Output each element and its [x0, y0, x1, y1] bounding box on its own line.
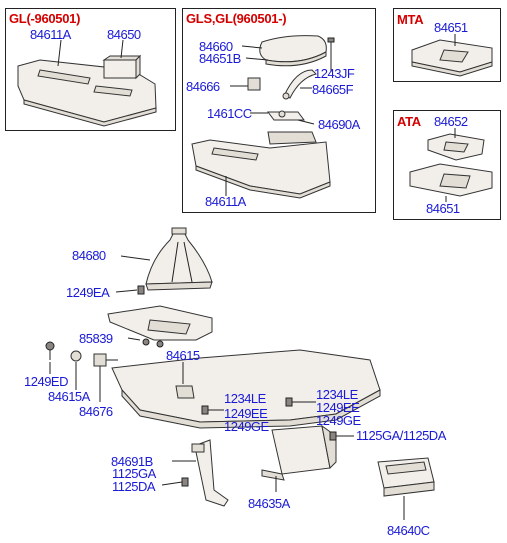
screw-1234LE-left-drawing: [201, 405, 209, 415]
part-84691B-label[interactable]: 84691B: [111, 454, 153, 469]
hinge-drawing: [247, 69, 317, 100]
gls-variant-title: GLS,GL(960501-): [186, 11, 287, 26]
part-1249ED-label[interactable]: 1249ED: [24, 374, 68, 389]
part-84660-label[interactable]: 84660: [199, 39, 233, 54]
part-84651B-label[interactable]: 84651B: [199, 51, 241, 66]
part-84652-label[interactable]: 84652: [434, 114, 468, 129]
clip-1249ED-drawing: [45, 341, 55, 360]
part-84615-label[interactable]: 84615: [166, 348, 200, 363]
screw-1125DA-drawing: [181, 477, 189, 487]
part-84676-label[interactable]: 84676: [79, 404, 113, 419]
ata-bezel-drawing: [409, 163, 493, 197]
shift-boot-drawing: [145, 227, 213, 291]
part-1249EE-right-label[interactable]: 1249EE: [316, 400, 360, 415]
part-1234LE-left-label[interactable]: 1234LE: [224, 391, 266, 406]
part-84611A-gl-label[interactable]: 84611A: [30, 27, 71, 42]
part-1249GE-right-label[interactable]: 1249GE: [316, 413, 361, 428]
part-85839-label[interactable]: 85839: [79, 331, 113, 346]
bracket-84635A-drawing: [261, 424, 337, 481]
main-console-drawing: [111, 349, 381, 429]
bolt-1243JF-drawing: [327, 37, 335, 66]
part-1461CC-label[interactable]: 1461CC: [207, 106, 252, 121]
part-1249EE-left-label[interactable]: 1249EE: [224, 406, 268, 421]
ata-cover-drawing: [427, 133, 485, 161]
gls-console-drawing: [191, 131, 331, 199]
part-84651-ata-label[interactable]: 84651: [426, 201, 460, 216]
ata-variant-title: ATA: [397, 114, 421, 129]
part-84640C-label[interactable]: 84640C: [387, 523, 430, 538]
part-84611A-gls-label[interactable]: 84611A: [205, 194, 246, 209]
cap-84615A-drawing: [70, 350, 82, 362]
part-84665F-label[interactable]: 84665F: [312, 82, 354, 97]
tray-84640C-drawing: [377, 457, 435, 497]
armrest-lid-drawing: [259, 35, 327, 67]
part-84690A-label[interactable]: 84690A: [318, 117, 360, 132]
screw-1125GA-drawing: [329, 431, 337, 441]
cup-holder-drawing: [267, 110, 305, 121]
part-84650-label[interactable]: 84650: [107, 27, 141, 42]
part-1243JF-label[interactable]: 1243JF: [314, 66, 355, 81]
grommet-84676-drawing: [93, 353, 118, 367]
part-1249GE-left-label[interactable]: 1249GE: [224, 419, 269, 434]
part-84666-label[interactable]: 84666: [186, 79, 220, 94]
gl-console-drawing: [17, 54, 157, 127]
shift-bezel-drawing: [107, 305, 213, 348]
mta-bezel-drawing: [411, 39, 493, 77]
screw-1249EA-drawing: [137, 285, 145, 295]
part-84615A-label[interactable]: 84615A: [48, 389, 90, 404]
bracket-84691B-drawing: [191, 439, 229, 507]
part-84651-mta-label[interactable]: 84651: [434, 20, 468, 35]
gl-variant-title: GL(-960501): [9, 11, 81, 26]
part-1249EA-label[interactable]: 1249EA: [66, 285, 110, 300]
screw-1234LE-right-drawing: [285, 397, 293, 407]
part-1125GA-1125DA-label[interactable]: 1125GA/1125DA: [356, 428, 446, 443]
part-1125DA-label[interactable]: 1125DA: [112, 479, 156, 494]
part-1125GA-label[interactable]: 1125GA: [112, 466, 156, 481]
mta-variant-title: MTA: [397, 12, 424, 27]
part-84680-label[interactable]: 84680: [72, 248, 106, 263]
part-84635A-label[interactable]: 84635A: [248, 496, 290, 511]
part-1234LE-right-label[interactable]: 1234LE: [316, 387, 358, 402]
